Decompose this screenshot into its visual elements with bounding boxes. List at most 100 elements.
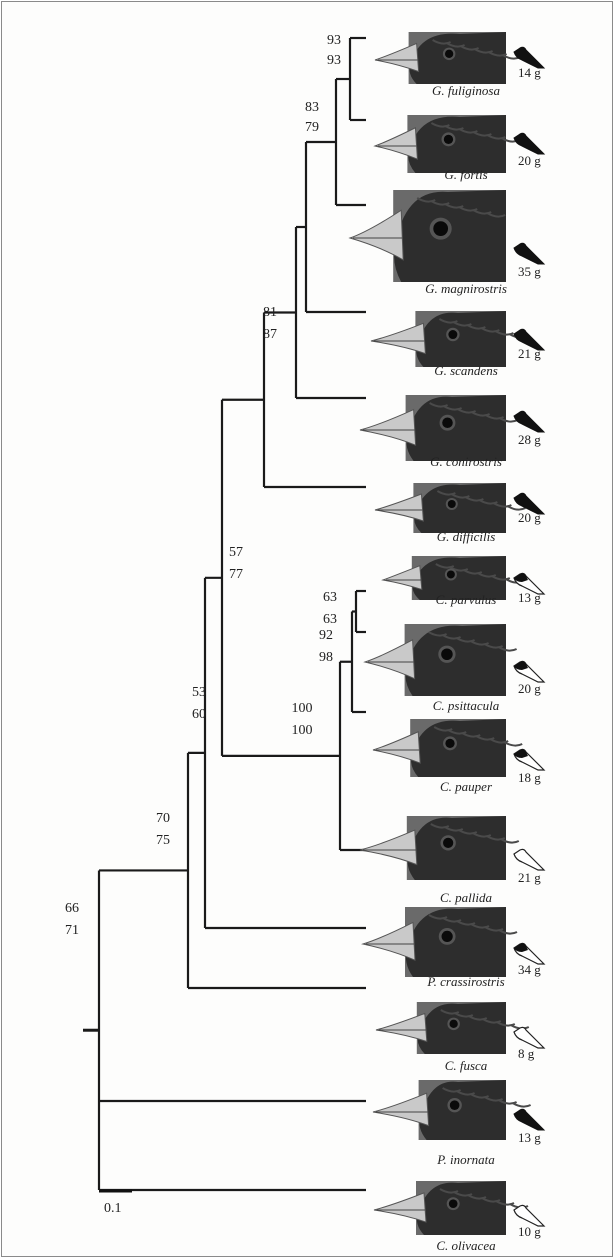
bird-head-g-fuliginosa — [375, 32, 521, 84]
bird-head-g-conirostris — [360, 395, 518, 461]
open-bird-icon — [514, 1205, 544, 1226]
taxon-label-c-parvulus: C. parvulus — [436, 592, 497, 607]
bird-head-p-inornata — [373, 1080, 531, 1140]
taxon-label-g-fuliginosa: G. fuliginosa — [432, 83, 500, 98]
beak-icon — [376, 1013, 427, 1041]
bird-head-g-scandens — [371, 311, 527, 367]
body-mass-p-inornata: 13 g — [518, 1130, 541, 1145]
taxon-label-g-conirostris: G. conirostris — [430, 454, 502, 469]
eye — [449, 1199, 458, 1208]
support-value: 79 — [305, 120, 319, 135]
bird-head-c-psittacula — [365, 624, 517, 696]
support-value: 71 — [65, 923, 79, 938]
bird-body — [514, 133, 544, 154]
support-value: 98 — [319, 650, 333, 665]
bird-head-p-crassirostris — [363, 907, 517, 977]
body-mass-g-magnirostris: 35 g — [518, 264, 541, 279]
taxon-label-c-psittacula: C. psittacula — [433, 698, 500, 713]
taxon-label-g-magnirostris: G. magnirostris — [425, 281, 507, 296]
open-bird-icon — [514, 1027, 544, 1048]
bird-head-g-magnirostris — [350, 190, 506, 282]
taxon-label-p-inornata: P. inornata — [436, 1152, 495, 1167]
beak-icon — [350, 210, 403, 260]
bird-head-images — [350, 32, 544, 1235]
eye — [448, 330, 457, 339]
eye — [449, 1020, 457, 1028]
beak-icon — [371, 323, 425, 353]
feather-texture — [513, 1103, 531, 1107]
beak-icon — [365, 640, 415, 679]
taxon-label-c-olivacea: C. olivacea — [436, 1238, 496, 1253]
body-mass-c-pauper: 18 g — [518, 770, 541, 785]
beak-icon — [363, 922, 415, 960]
black-white-bird-icon — [514, 943, 544, 964]
support-value: 57 — [229, 545, 243, 560]
support-value: 70 — [156, 811, 170, 826]
scale-bar: 0.1 — [99, 1191, 132, 1216]
support-values: 9393837981876363929810010057775360707566… — [65, 33, 341, 938]
dark-bird-icon — [514, 133, 544, 154]
taxon-label-p-crassirostris: P. crassirostris — [426, 974, 504, 989]
beak-icon — [375, 494, 423, 521]
bird-head-c-olivacea — [374, 1181, 528, 1235]
beak-icon — [360, 410, 416, 446]
bird-body — [514, 243, 544, 264]
dark-bird-icon — [514, 1109, 544, 1130]
eye — [450, 1100, 460, 1110]
bird-head-c-fusca — [376, 1002, 529, 1054]
eye — [442, 931, 453, 942]
dark-bird-icon — [514, 243, 544, 264]
beak-icon — [375, 43, 419, 71]
support-value: 83 — [305, 100, 319, 115]
bird-body — [514, 1027, 544, 1048]
taxon-label-c-fusca: C. fusca — [445, 1058, 488, 1073]
black-white-bird-icon — [514, 661, 544, 682]
eye — [433, 221, 448, 236]
eye — [447, 570, 455, 578]
body-mass-c-pallida: 21 g — [518, 870, 541, 885]
support-value: 53 — [192, 685, 206, 700]
beak-icon — [383, 566, 422, 590]
beak-icon — [360, 830, 417, 865]
beak-icon — [375, 128, 417, 159]
support-value: 75 — [156, 833, 170, 848]
bird-body — [514, 411, 544, 432]
beak-icon — [373, 732, 420, 763]
body-mass-c-psittacula: 20 g — [518, 681, 541, 696]
body-mass-c-olivacea: 10 g — [518, 1224, 541, 1239]
eye — [448, 500, 456, 508]
taxon-label-c-pallida: C. pallida — [440, 890, 493, 905]
taxon-label-g-scandens: G. scandens — [434, 363, 498, 378]
scale-bar-label: 0.1 — [104, 1201, 122, 1216]
feather-texture — [504, 742, 522, 746]
support-value: 66 — [65, 901, 79, 916]
support-value: 92 — [319, 628, 333, 643]
support-value: 87 — [263, 327, 277, 342]
support-value: 60 — [192, 707, 206, 722]
support-value: 100 — [292, 723, 313, 738]
support-value: 81 — [263, 305, 277, 320]
dark-bird-icon — [514, 411, 544, 432]
support-value: 93 — [327, 33, 341, 48]
beak-icon — [374, 1193, 426, 1222]
black-white-bird-icon — [514, 749, 544, 770]
taxon-label-g-difficilis: G. difficilis — [437, 529, 496, 544]
support-value: 93 — [327, 53, 341, 68]
body-mass-g-fuliginosa: 14 g — [518, 65, 541, 80]
body-mass-g-conirostris: 28 g — [518, 432, 541, 447]
body-mass-c-fusca: 8 g — [518, 1046, 535, 1061]
support-value: 100 — [292, 701, 313, 716]
bird-body — [514, 1205, 544, 1226]
bird-head-g-fortis — [375, 115, 519, 173]
taxon-label-g-fortis: G. fortis — [444, 167, 487, 182]
eye — [441, 648, 453, 660]
bird-body — [514, 849, 544, 870]
bird-head-g-difficilis — [375, 483, 525, 533]
bird-head-c-pauper — [373, 719, 522, 777]
eye — [445, 50, 453, 58]
bird-body — [514, 1109, 544, 1130]
support-value: 77 — [229, 567, 243, 582]
eye — [442, 417, 453, 428]
bird-head-c-pallida — [360, 816, 519, 880]
